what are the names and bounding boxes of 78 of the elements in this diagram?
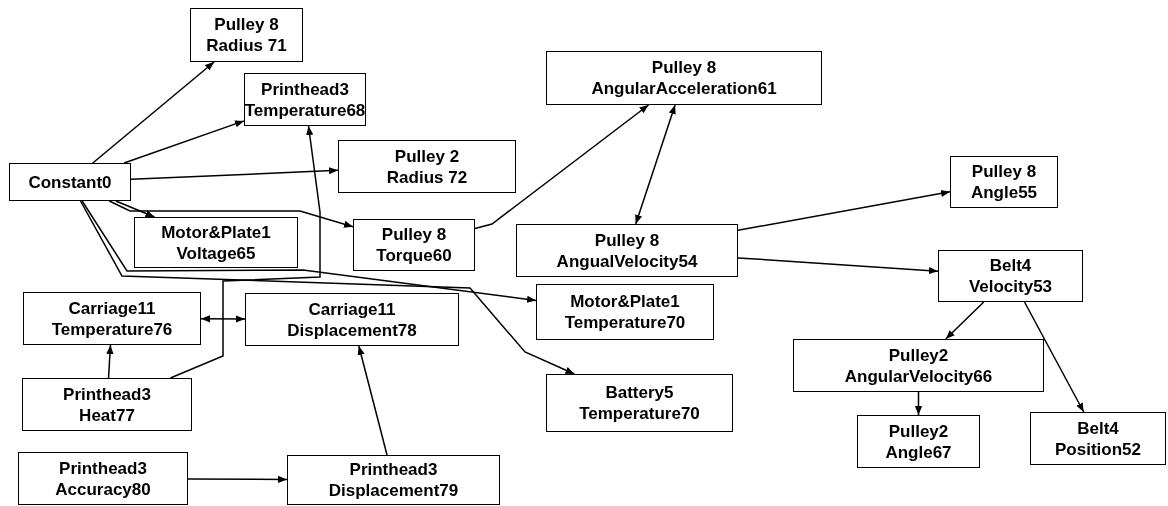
- arrow: [945, 301, 985, 340]
- variable-label: AngularVelocity66: [844, 365, 993, 387]
- arrow: [474, 104, 650, 230]
- arrow: [106, 344, 114, 379]
- variable-box: [22, 378, 192, 431]
- variable-box: [190, 8, 303, 62]
- variable-box: [950, 156, 1058, 208]
- arrow: [737, 189, 951, 232]
- arrow: [169, 125, 321, 379]
- variable-label: Temperature68: [244, 99, 366, 121]
- variable-box: [516, 224, 738, 277]
- arrow: [92, 61, 215, 164]
- variable-label: Pulley2: [888, 344, 949, 366]
- variable-box: [18, 452, 188, 505]
- variable-label: AngularAcceleration61: [591, 78, 777, 99]
- variable-label: Printhead3: [261, 78, 349, 100]
- variable-label: Printhead3: [59, 457, 147, 479]
- variable-label: Motor&Plate1: [161, 221, 271, 243]
- variable-label: Pulley2: [888, 420, 949, 442]
- arrow: [1023, 301, 1085, 413]
- arrow: [130, 167, 339, 181]
- variable-box: [546, 374, 733, 432]
- variable-label: Temperature76: [51, 318, 173, 340]
- variable-label: Radius 72: [386, 166, 468, 188]
- arrow: [200, 315, 246, 323]
- variable-label: Printhead3: [349, 459, 438, 480]
- variable-label: Battery5: [605, 382, 674, 403]
- variable-label: Displacement79: [328, 480, 459, 501]
- variable-label: Motor&Plate1: [570, 291, 680, 312]
- variable-label: Temperature70: [579, 403, 700, 424]
- arrow: [635, 104, 676, 225]
- variable-box: [546, 51, 822, 105]
- variable-label: Pulley 8: [214, 14, 279, 35]
- variable-label: Pulley 8: [381, 224, 447, 245]
- arrow: [357, 345, 388, 456]
- variable-label: Pulley 8: [971, 161, 1037, 182]
- variable-label: Belt4: [989, 255, 1032, 276]
- arrow: [123, 120, 245, 164]
- arrow: [81, 200, 537, 303]
- variable-box: [134, 217, 298, 268]
- variable-box: [857, 415, 980, 468]
- variable-label: Pulley 8: [594, 229, 660, 251]
- variable-label: Displacement78: [287, 319, 417, 341]
- variable-box: [536, 284, 714, 340]
- variable-box: [338, 140, 516, 193]
- variable-label: Radius 71: [206, 35, 287, 56]
- variable-label: Carriage11: [68, 297, 156, 319]
- variable-label: Constant0: [28, 171, 112, 193]
- variable-label: Angle67: [885, 441, 952, 463]
- variable-box: [938, 250, 1083, 302]
- variable-box: [245, 293, 459, 346]
- variable-label: Velocity53: [968, 276, 1053, 297]
- variable-label: Torque60: [376, 245, 452, 266]
- variable-label: Position52: [1055, 438, 1141, 460]
- variable-label: Carriage11: [308, 298, 396, 320]
- variable-label: Accuracy80: [55, 478, 151, 500]
- variable-box: [23, 292, 201, 345]
- variable-box: [9, 163, 131, 201]
- variable-label: Angle55: [970, 182, 1038, 203]
- arrow: [914, 391, 923, 416]
- variable-label: Temperature70: [564, 312, 686, 333]
- variable-label: Pulley 8: [651, 57, 717, 78]
- variable-box: [1030, 412, 1166, 465]
- arrow: [79, 200, 576, 375]
- variable-box: [793, 339, 1044, 392]
- variable-label: Belt4: [1077, 417, 1119, 439]
- variable-label: Pulley 2: [394, 145, 460, 167]
- variable-label: Heat77: [79, 404, 135, 426]
- variable-box: [287, 455, 500, 505]
- arrow: [108, 200, 354, 228]
- arrow: [115, 200, 156, 218]
- variable-box: [353, 219, 475, 271]
- variable-label: Voltage65: [176, 242, 256, 264]
- variable-box: [244, 73, 366, 126]
- variable-label: AngualVelocity54: [556, 250, 698, 272]
- variable-label: Printhead3: [63, 383, 151, 405]
- arrow: [187, 475, 288, 483]
- arrow: [737, 257, 939, 275]
